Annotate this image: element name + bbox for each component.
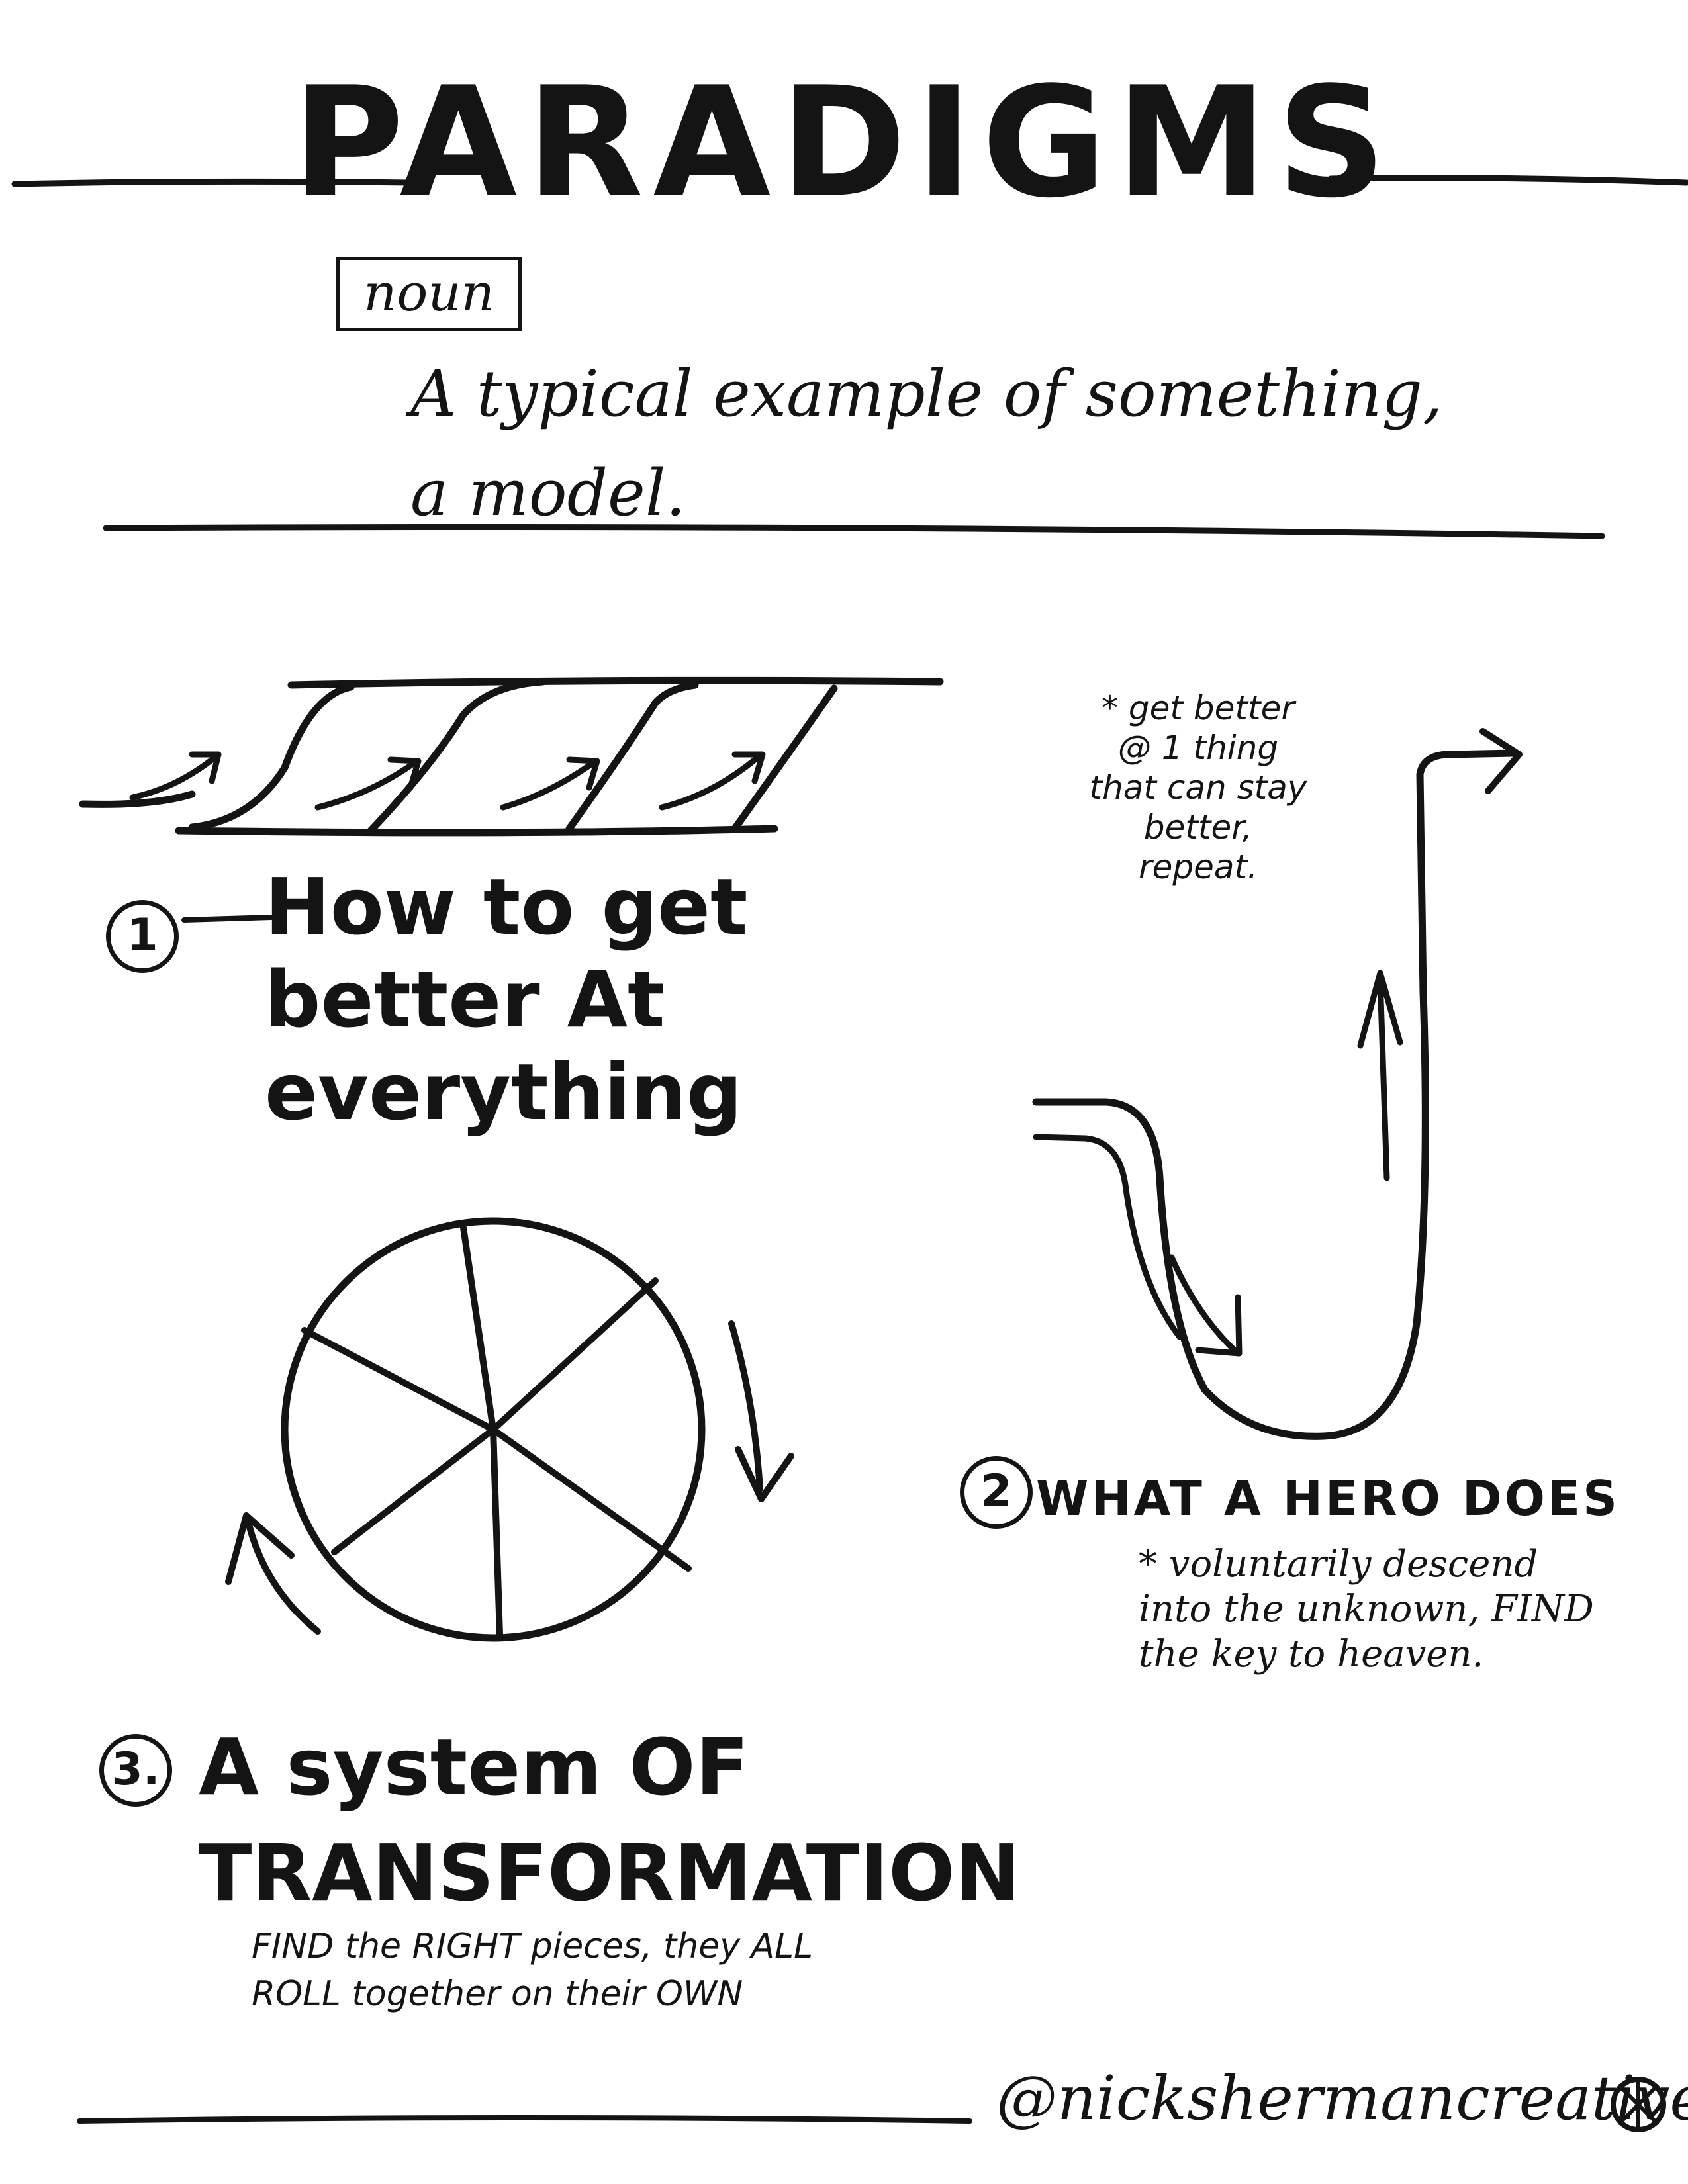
transformation-wheel-drawing <box>225 1217 794 1642</box>
title-rule-right <box>1327 175 1688 186</box>
logo-wheel-icon <box>1611 2077 1666 2132</box>
part-of-speech-box: noun <box>336 257 522 331</box>
section-3-heading: A system OF TRANSFORMATION <box>199 1721 1021 1919</box>
section-2-heading: WHAT A HERO DOES <box>1036 1471 1620 1526</box>
section-3-number: 3. <box>99 1734 172 1807</box>
section-1-number: 1 <box>106 900 179 973</box>
section-2-note: * voluntarily descend into the unknown, … <box>1139 1543 1594 1676</box>
divider-line <box>103 524 1605 539</box>
definition-text: A typical example of something, a model. <box>410 357 1443 530</box>
bottom-rule <box>77 2115 972 2124</box>
author-handle: @nickshermancreative <box>996 2063 1688 2134</box>
section-2-number: 2 <box>960 1456 1033 1529</box>
hero-journey-drawing <box>1032 728 1523 1440</box>
section-3-note: FIND the RIGHT pieces, they ALL ROLL tog… <box>252 1927 814 2014</box>
page-title: PARADIGMS <box>292 55 1396 232</box>
section-1-note: * get better @ 1 thing that can stay bet… <box>1089 689 1307 886</box>
section-1-heading: How to get better At everything <box>265 861 748 1138</box>
title-rule-left <box>11 178 414 187</box>
connector-line <box>181 915 274 923</box>
spiral-drawing <box>79 676 944 837</box>
